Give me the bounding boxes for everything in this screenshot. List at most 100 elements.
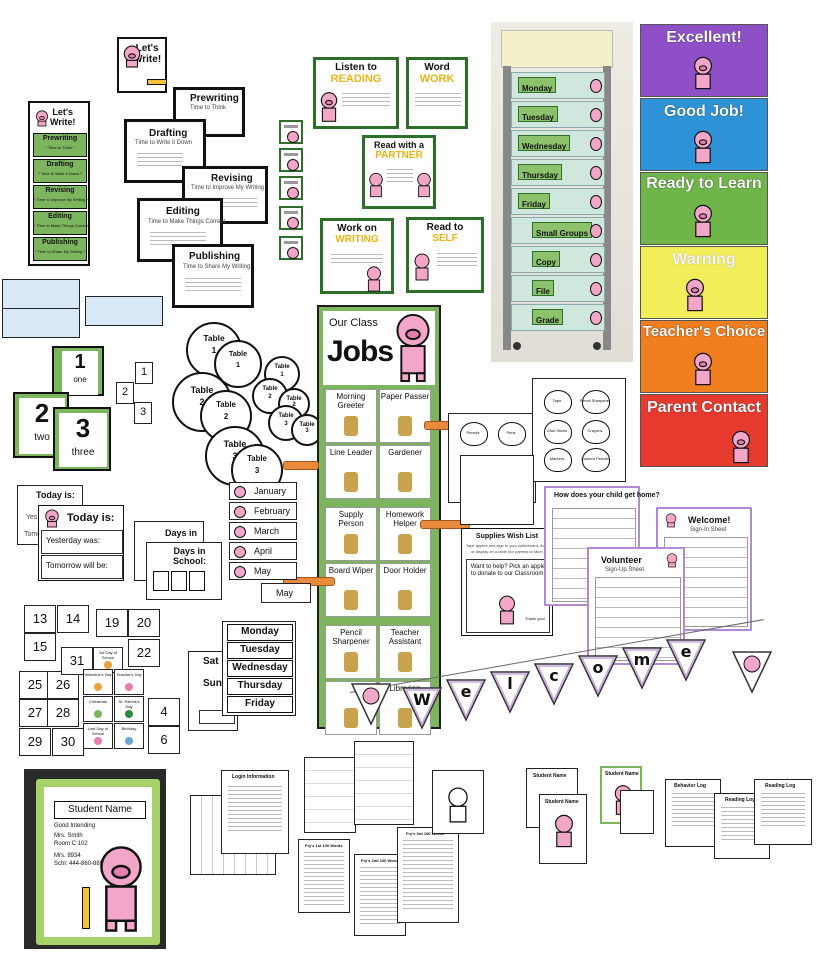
pennant-flag (445, 679, 487, 722)
pig-icon (590, 108, 602, 122)
sight-words-sheet-3: Fry's 3rd 100 Words (397, 827, 459, 923)
calendar-number: 13 (32, 611, 48, 626)
login-info-sheet: Login Information (221, 770, 289, 854)
calendar-number-card: 4 (148, 698, 180, 726)
clothespin (283, 461, 319, 470)
pig-icon (320, 92, 338, 122)
month-label: April (254, 546, 273, 556)
apple-card: Pencil Sharpener (578, 388, 612, 414)
blank-box (199, 710, 235, 724)
special-day-label: 1st Day of School (98, 650, 117, 660)
pig-icon (590, 282, 602, 296)
writing-step-name: Prewriting (42, 135, 78, 142)
volunteer-signup-sheet: Volunteer Sign-Up Sheet (587, 547, 685, 665)
calendar-number-card: 20 (128, 609, 160, 637)
calendar-number: 15 (32, 639, 48, 654)
special-day-card: Christmas (83, 696, 113, 722)
pennant-pig (350, 682, 392, 726)
special-day-card: 1st Day of School (93, 647, 123, 673)
mini-line (284, 181, 298, 184)
lets-label: Let's (135, 43, 159, 54)
prewriting-sub: Time to Think (190, 105, 227, 111)
drawer: Friday (511, 188, 605, 215)
table-label: Table (228, 349, 248, 359)
job-illustration (398, 590, 412, 610)
special-day-label: Teacher's Day (116, 672, 142, 677)
supplies-want: Want to help? Pick an apple to donate to… (470, 564, 546, 577)
calendar-number: 19 (104, 615, 120, 630)
behavior-label: Parent Contact (647, 399, 761, 416)
student-name-thumb: Student Name (533, 773, 567, 779)
job-illustration (398, 534, 412, 554)
student-name-thumb: Student Name (545, 799, 579, 805)
sight-words-title-2: Fry's 2nd 100 Words (361, 858, 400, 863)
writing-step-name: Publishing (42, 239, 78, 246)
drawer-label-text: Monday (522, 84, 553, 93)
today-chart: Today is: Yesterday was: Tomorrow will b… (38, 505, 124, 581)
calendar-number-card: 25 (19, 671, 51, 699)
pig-icon (590, 166, 602, 180)
coloring-sheet (432, 770, 484, 834)
wheel (513, 342, 521, 350)
pennant-flag (731, 651, 773, 694)
pig-icon (45, 509, 59, 528)
supplies-line1: Tape apples and sign to your whiteboard,… (465, 543, 549, 548)
volunteer-title: Volunteer (601, 555, 642, 565)
banner-letter: e (680, 642, 692, 661)
weekday-label: Tuesday (240, 644, 280, 655)
writing-step: Revising* Time to Improve My Writing * (33, 185, 88, 209)
apple-label: Pens (506, 430, 516, 435)
pig-icon (417, 172, 431, 198)
special-day-card: Valentine's Day (83, 669, 113, 695)
month-label: March (254, 526, 280, 536)
pig-icon (499, 595, 515, 625)
publishing-card: Publishing Time to Share My Writing (172, 244, 254, 308)
apple-card: Tape (540, 388, 574, 414)
calendar-number: 22 (136, 645, 152, 660)
apple-card: Crayons (578, 418, 612, 444)
text-lines (226, 783, 284, 834)
cart-frame-right (603, 66, 611, 350)
pig-icon (234, 526, 246, 538)
apple-card: Pencils (456, 420, 490, 446)
writing-step-sub: * Time to Improve My Writing * (34, 197, 88, 202)
drawer: Small Groups (511, 217, 605, 244)
text-lines (135, 150, 185, 169)
holiday-icon (94, 710, 102, 718)
small-digit: 3 (139, 406, 147, 418)
student-name-box: Student Name (54, 801, 146, 819)
job-label: Gardener (388, 448, 422, 457)
read-with-partner-card: Read with a PARTNER (362, 135, 436, 209)
number-digit: 3 (75, 413, 91, 443)
table-label: Table (203, 332, 225, 343)
reading-log-sheet-2: Reading Log (754, 779, 812, 845)
pig-icon (694, 56, 712, 90)
number-word: three (71, 447, 95, 458)
job-label: Door Holder (383, 566, 427, 575)
job-card: Homework Helper (379, 507, 431, 561)
apple-icon (544, 390, 572, 414)
days-in-label-back: Days in (165, 528, 198, 538)
pig-icon (590, 195, 602, 209)
apple-label: Glue Sticks (546, 428, 568, 433)
partner-word: PARTNER (375, 150, 423, 161)
drawer-label: Grade (532, 309, 564, 325)
pig-icon (396, 313, 430, 383)
calendar-number-card: 29 (19, 728, 51, 756)
table-number: 2 (199, 396, 205, 407)
job-illustration (398, 416, 412, 436)
publishing-sub: Time to Share My Writing (183, 264, 251, 270)
drawer-label-text: Friday (522, 200, 547, 209)
pig-icon (367, 266, 381, 292)
drawer-label: File (532, 280, 554, 296)
job-card: Gardener (379, 445, 431, 499)
drawer-label: Monday (518, 77, 557, 93)
text-lines (435, 250, 479, 269)
table-label: Table (274, 364, 290, 371)
small-digit: 2 (121, 386, 129, 398)
special-day-label: Valentine's Day (84, 672, 112, 677)
number-word: two (34, 432, 50, 443)
